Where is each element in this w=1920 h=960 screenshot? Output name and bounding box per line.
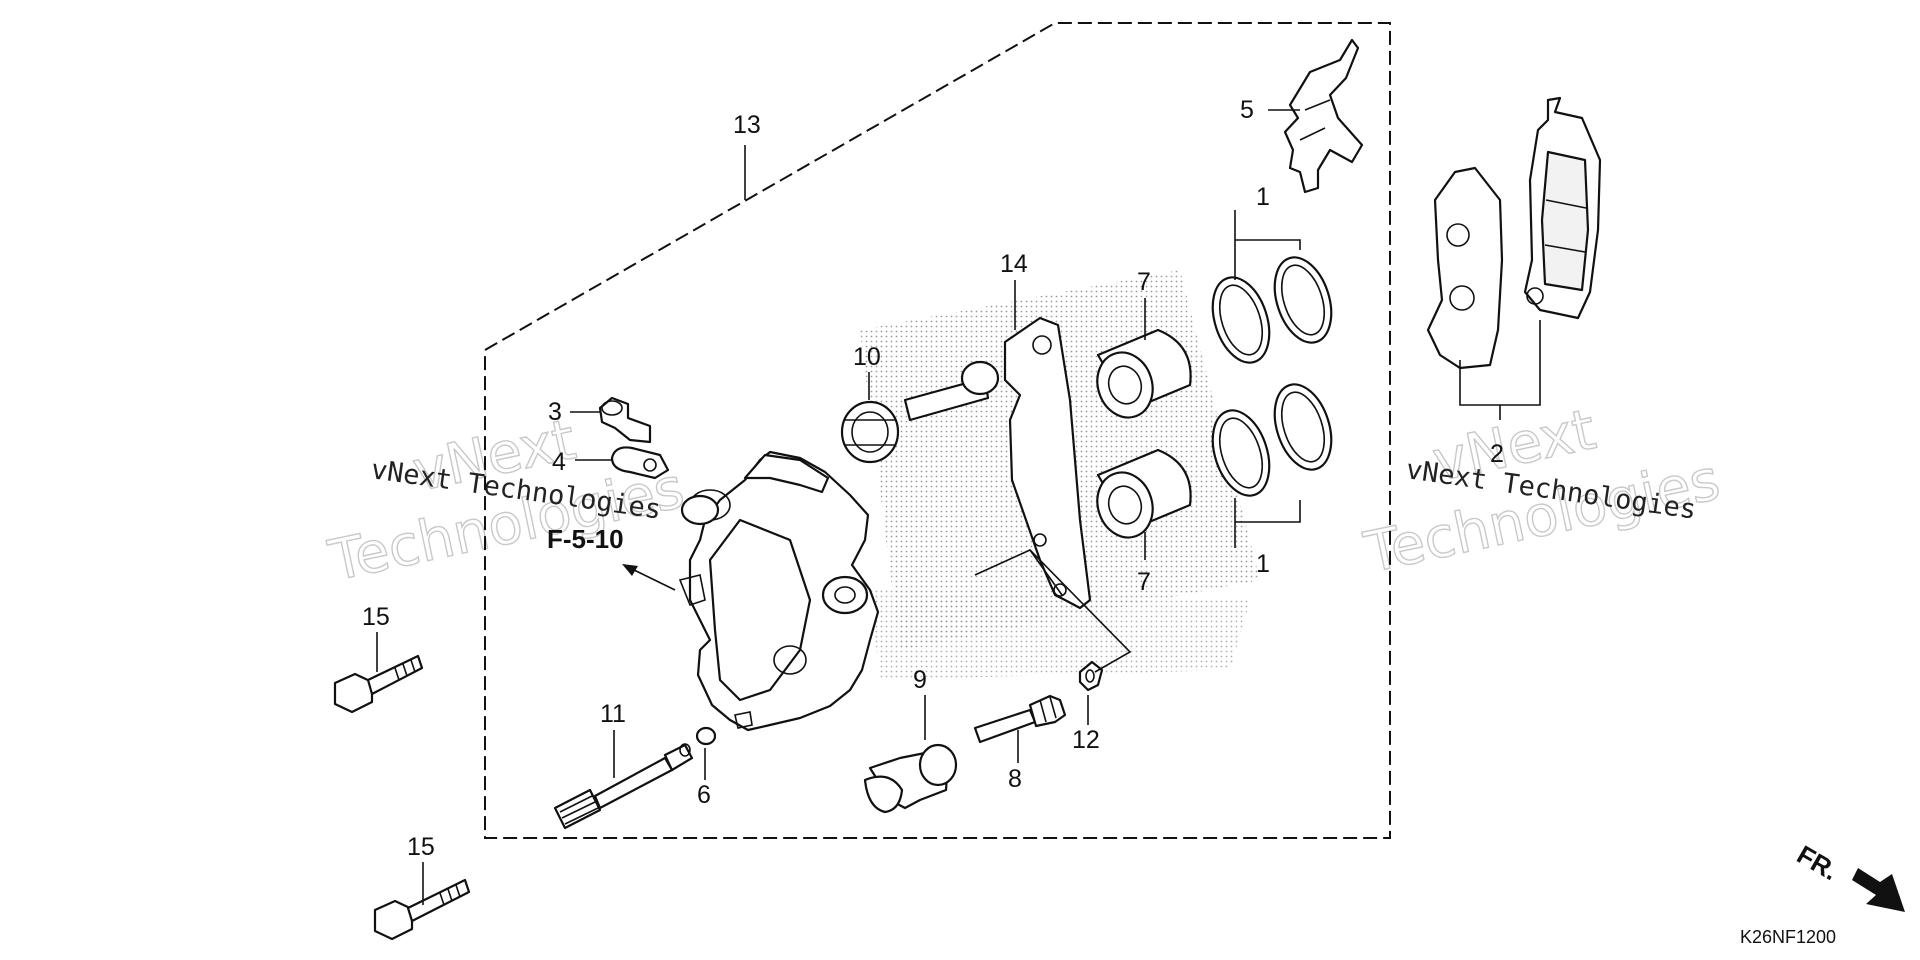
callout-15-bottom: 15 bbox=[407, 833, 435, 861]
callout-labels: 13 5 1 14 7 10 3 4 2 1 7 15 9 11 12 8 6 … bbox=[362, 96, 1504, 861]
bolt-pin-part bbox=[973, 694, 1067, 744]
diagram-code: K26NF1200 bbox=[1740, 927, 1836, 947]
o-ring-part bbox=[695, 726, 717, 746]
callout-3: 3 bbox=[548, 398, 562, 426]
callout-4: 4 bbox=[552, 448, 566, 476]
callout-7-bottom: 7 bbox=[1137, 568, 1151, 596]
pad-spring-part bbox=[1283, 38, 1364, 194]
callout-7-top: 7 bbox=[1137, 268, 1151, 296]
callout-1-bottom: 1 bbox=[1256, 550, 1270, 578]
callout-13: 13 bbox=[733, 111, 761, 139]
callout-12: 12 bbox=[1072, 726, 1100, 754]
callout-14: 14 bbox=[1000, 250, 1028, 278]
piston-seals-part bbox=[1211, 256, 1333, 497]
leader-lines bbox=[376, 109, 1541, 905]
caliper-body-part bbox=[678, 450, 880, 732]
callout-10: 10 bbox=[853, 343, 881, 371]
callout-6: 6 bbox=[697, 781, 711, 809]
direction-arrow-icon bbox=[1852, 868, 1905, 912]
direction-label: FR. bbox=[1792, 839, 1843, 886]
bleeder-cap-part bbox=[610, 446, 670, 480]
bleeder-screw-part bbox=[598, 396, 652, 444]
slide-pin-part bbox=[553, 743, 694, 830]
callout-1-top: 1 bbox=[1256, 183, 1270, 211]
boot-part bbox=[840, 400, 900, 464]
pistons-part bbox=[1096, 328, 1192, 539]
front-direction-indicator: FR. bbox=[1792, 839, 1905, 912]
callout-8: 8 bbox=[1008, 765, 1022, 793]
clip-part bbox=[1078, 660, 1104, 692]
bolt-bottom-part bbox=[373, 878, 471, 941]
callout-15-top: 15 bbox=[362, 603, 390, 631]
brake-pads-part bbox=[1426, 96, 1602, 370]
caliper-bracket-part bbox=[903, 316, 1092, 610]
callout-5: 5 bbox=[1240, 96, 1254, 124]
bolt-top-part bbox=[333, 654, 424, 714]
reference-label: F-5-10 bbox=[547, 524, 624, 554]
assembly-outline bbox=[484, 22, 1391, 839]
slide-pin-boot-part bbox=[863, 743, 958, 814]
callout-11: 11 bbox=[600, 700, 626, 728]
callout-9: 9 bbox=[913, 666, 927, 694]
callout-2: 2 bbox=[1490, 440, 1504, 468]
